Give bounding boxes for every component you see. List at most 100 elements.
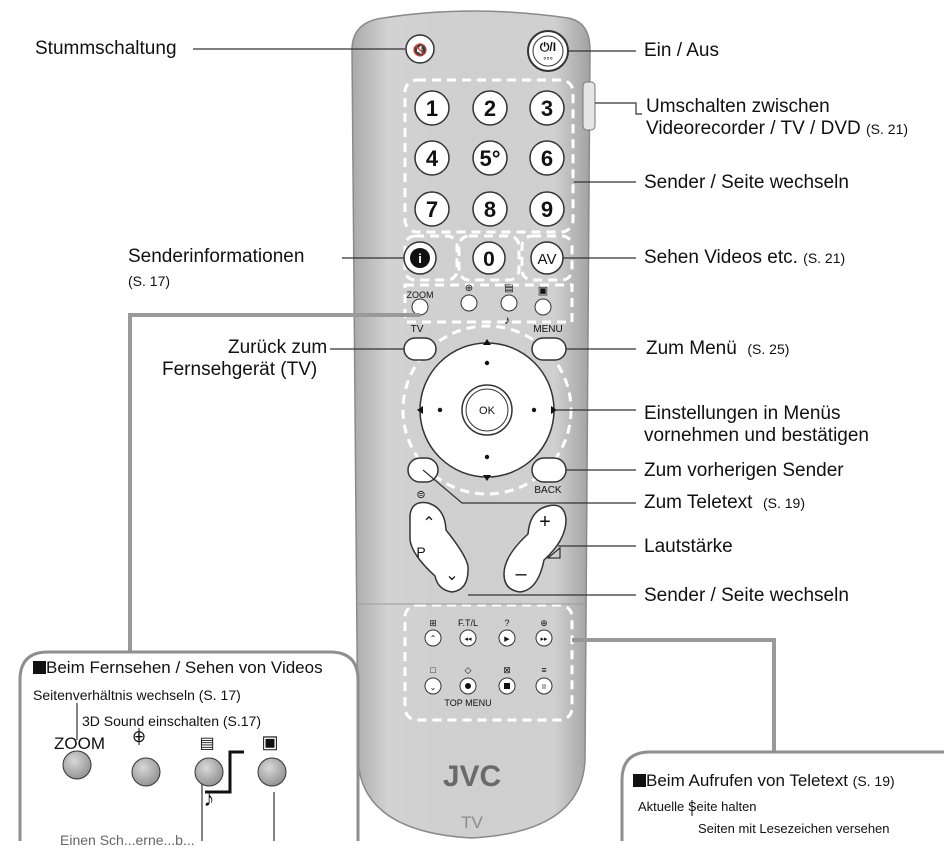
channel-rocker[interactable]: [409, 501, 469, 593]
picture-large-icon: ▣: [261, 732, 278, 752]
color-keys-group: [403, 283, 574, 324]
number-key-1[interactable]: [414, 90, 450, 126]
music-icon: ♪: [504, 313, 510, 327]
teletext-icon: ⊜: [416, 489, 425, 501]
settings-callout-line1: Einstellungen in Menüs: [644, 403, 841, 424]
minus-label: –: [515, 563, 527, 585]
zoom-button-large: [62, 750, 92, 780]
switch-callout-line1: Umschalten zwischen: [646, 96, 830, 117]
svg-text:⊞: ⊞: [429, 618, 437, 628]
mix-button-large: [257, 757, 287, 787]
right-arrow-icon: [551, 406, 557, 414]
dvd-down-button[interactable]: [424, 677, 442, 695]
settings-callout-line2: vornehmen und bestätigen: [644, 425, 869, 446]
back-tv-callout-line1: Zurück zum: [228, 337, 328, 358]
menu-key-label: MENU: [533, 324, 562, 335]
av-key-label: AV: [538, 251, 557, 268]
zero-button[interactable]: [472, 241, 506, 275]
teletext-callout: Zum Teletext (S. 19): [644, 492, 805, 513]
number-keys-group: [403, 78, 575, 234]
number-key-label: 4: [426, 146, 439, 171]
sound3d-label: 3D Sound einschalten (S.17): [82, 713, 261, 729]
svg-text:□: □: [430, 665, 436, 675]
hold-label: Aktuelle Seite halten: [638, 799, 757, 814]
up-arrow-icon: [483, 339, 491, 345]
number-key-label: 2: [484, 96, 496, 121]
p-label: P: [416, 544, 425, 560]
channel-info-callout: Senderinformationen: [128, 246, 305, 267]
number-key-label: 8: [484, 197, 496, 222]
back-button[interactable]: [531, 457, 567, 483]
power-callout: Ein / Aus: [644, 40, 719, 61]
tv-button[interactable]: [403, 337, 437, 361]
number-key-2[interactable]: [472, 90, 508, 126]
zero-key-group: [457, 234, 521, 282]
svg-text:?: ?: [504, 618, 509, 628]
3d-sound-large-icon: ⊕: [132, 727, 146, 746]
mute-button[interactable]: [405, 34, 435, 64]
number-key-4[interactable]: [414, 140, 450, 176]
model-label: TV: [461, 813, 483, 832]
text-button-large: [194, 757, 224, 787]
zoom-key-label: ZOOM: [407, 290, 434, 300]
svg-text:⌄: ⌄: [430, 683, 437, 692]
picture-icon: ▣: [538, 285, 548, 297]
ok-key-label: OK: [479, 405, 496, 417]
menu-button[interactable]: [531, 337, 567, 361]
zoom-button[interactable]: [411, 298, 429, 316]
zero-key-label: 0: [483, 248, 495, 271]
number-key-5[interactable]: [472, 140, 508, 176]
side-switch[interactable]: [582, 81, 596, 131]
svg-text:⊕: ⊕: [540, 618, 548, 628]
number-key-8[interactable]: [472, 191, 508, 227]
number-key-label: 9: [541, 197, 553, 222]
ok-button[interactable]: [461, 384, 513, 436]
number-key-label: 7: [426, 197, 438, 222]
black-square-icon: [33, 661, 46, 674]
play-button[interactable]: [498, 629, 516, 647]
number-key-label: 6: [541, 146, 553, 171]
pause-button[interactable]: [535, 677, 553, 695]
dvd-keys: ⊞ F.T/L ? ⊕ □ ◇ ⊠ ≡ TOP MENU: [424, 618, 553, 708]
number-key-3[interactable]: [529, 90, 565, 126]
dvd-up-button[interactable]: [424, 629, 442, 647]
number-key-label: 5°: [479, 146, 500, 171]
3d-sound-button[interactable]: [460, 294, 478, 312]
number-key-label: 3: [541, 96, 553, 121]
svg-text:II: II: [542, 684, 546, 691]
switch-callout-line2: Videorecorder / TV / DVD (S. 21): [646, 118, 909, 139]
svg-text:≡: ≡: [541, 665, 546, 675]
volume-rocker[interactable]: [503, 504, 567, 593]
plus-label: +: [539, 511, 551, 533]
right-info-box: [620, 750, 944, 841]
svg-text:◂◂: ◂◂: [464, 636, 472, 643]
text-large-icon: ▤: [199, 735, 214, 752]
number-key-6[interactable]: [529, 140, 565, 176]
right-box-title: Beim Aufrufen von Teletext (S. 19): [633, 770, 895, 792]
mix-button[interactable]: [534, 298, 552, 316]
text-icon: ▤: [504, 283, 513, 294]
channel-page-callout-2: Sender / Seite wechseln: [644, 585, 849, 606]
left-box-title: Beim Fernsehen / Sehen von Videos: [33, 657, 323, 679]
prev-channel-callout: Zum vorherigen Sender: [644, 460, 844, 481]
fast-forward-button[interactable]: [535, 629, 553, 647]
back-key-label: BACK: [534, 485, 562, 496]
ft-label: F.T/L: [458, 618, 478, 628]
channel-page-callout: Sender / Seite wechseln: [644, 172, 849, 193]
sub-page-button[interactable]: [500, 294, 518, 312]
number-key-9[interactable]: [529, 191, 565, 227]
zoom-big-label: ZOOM: [54, 734, 105, 753]
number-key-7[interactable]: [414, 191, 450, 227]
rewind-button[interactable]: [459, 629, 477, 647]
3d-sound-icon: ⊕: [465, 283, 473, 294]
svg-text:▶: ▶: [504, 636, 510, 643]
svg-text:⌃: ⌃: [430, 634, 437, 643]
menu-callout: Zum Menü (S. 25): [646, 338, 790, 359]
volume-ramp-icon: [546, 546, 561, 559]
tv-key-label: TV: [411, 324, 424, 335]
av-key-group: [520, 234, 574, 282]
chevron-up-icon: ⌃: [422, 515, 435, 532]
3d-sound-button-large: [131, 757, 161, 787]
